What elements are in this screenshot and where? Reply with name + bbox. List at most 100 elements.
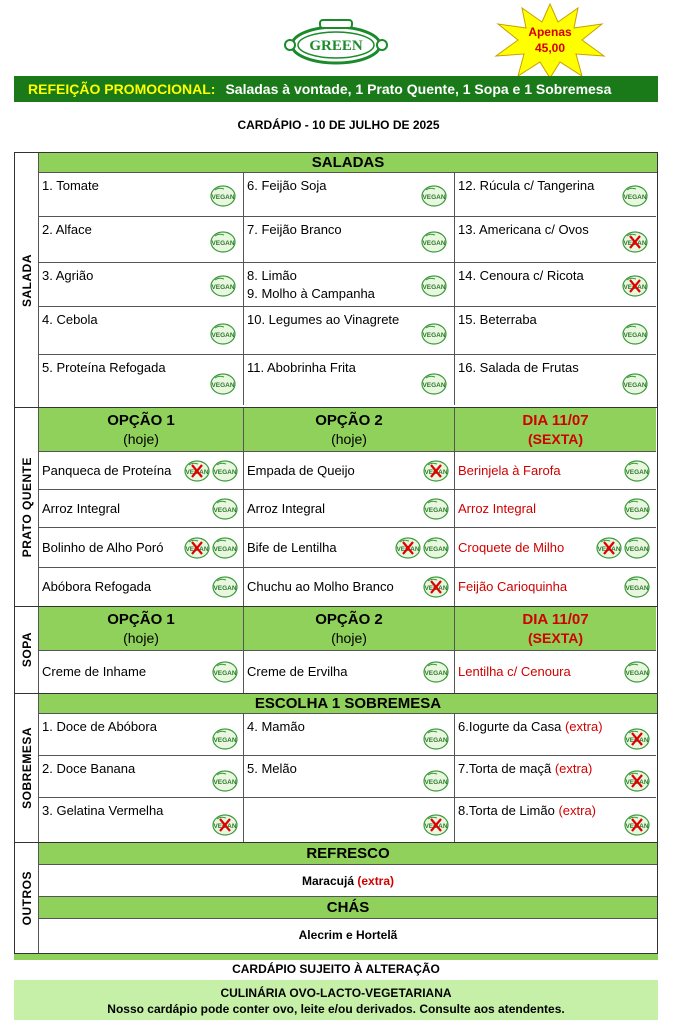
vegan-icon: VEGAN [423, 770, 449, 792]
footer-line-1: CULINÁRIA OVO-LACTO-VEGETARIANA [220, 986, 452, 1000]
vegan-icon: VEGAN [624, 576, 650, 598]
vegan-icon: VEGAN [622, 185, 648, 207]
promo-banner: REFEIÇÃO PROMOCIONAL: Saladas à vontade,… [14, 76, 658, 102]
svg-text:VEGAN: VEGAN [422, 240, 445, 247]
vegan-icon: VEGAN [212, 576, 238, 598]
svg-text:VEGAN: VEGAN [213, 469, 236, 476]
green-logo: GREEN [284, 19, 388, 65]
sopa-option-head: OPÇÃO 1(hoje) [39, 607, 244, 651]
svg-text:VEGAN: VEGAN [211, 382, 234, 389]
vegan-icon: VEGAN [421, 275, 447, 297]
dessert-item: VEGAN [244, 798, 455, 842]
divider-bar [14, 954, 658, 960]
vegan-icon: VEGAN [210, 185, 236, 207]
chas-item: Alecrim e Hortelã [298, 928, 398, 942]
sopa-option-head: OPÇÃO 2(hoje) [244, 607, 455, 651]
vegan-icon: VEGAN [212, 770, 238, 792]
vegan-icon: VEGAN [624, 661, 650, 683]
svg-text:VEGAN: VEGAN [422, 284, 445, 291]
vegan-icon: VEGAN [622, 373, 648, 395]
vegan-icon: VEGAN [622, 323, 648, 345]
dessert-item: 7.Torta de maçã (extra)VEGAN [455, 756, 656, 798]
vegan-icon: VEGAN [210, 323, 236, 345]
svg-text:VEGAN: VEGAN [213, 737, 236, 744]
svg-text:GREEN: GREEN [309, 38, 363, 54]
not-vegan-icon: VEGAN [423, 576, 449, 598]
not-vegan-icon: VEGAN [423, 460, 449, 482]
sobremesa-title: ESCOLHA 1 SOBREMESA [39, 694, 657, 714]
vegan-icon: VEGAN [423, 537, 449, 559]
not-vegan-icon: VEGAN [184, 537, 210, 559]
svg-text:VEGAN: VEGAN [424, 546, 447, 553]
not-vegan-icon: VEGAN [184, 460, 210, 482]
not-vegan-icon: VEGAN [624, 814, 650, 836]
prato-item: Empada de QueijoVEGAN [244, 452, 455, 490]
prato-item: Croquete de MilhoVEGANVEGAN [455, 528, 656, 568]
vegan-icon: VEGAN [423, 728, 449, 750]
sopa-side-label: SOPA [15, 607, 39, 693]
vegan-icon: VEGAN [624, 498, 650, 520]
svg-text:VEGAN: VEGAN [625, 507, 648, 514]
vegan-icon: VEGAN [423, 661, 449, 683]
outros-section: OUTROS REFRESCO Maracujá (extra) CHÁS Al… [14, 842, 658, 954]
svg-text:VEGAN: VEGAN [623, 332, 646, 339]
svg-text:VEGAN: VEGAN [422, 332, 445, 339]
svg-text:VEGAN: VEGAN [625, 546, 648, 553]
salad-item: 13. Americana c/ OvosVEGAN [455, 217, 656, 263]
chas-title: CHÁS [39, 897, 657, 919]
menu-notice: CARDÁPIO SUJEITO À ALTERAÇÃO [232, 962, 440, 976]
vegan-icon: VEGAN [423, 498, 449, 520]
saladas-title: SALADAS [39, 153, 657, 173]
vegan-icon: VEGAN [210, 275, 236, 297]
menu-date: CARDÁPIO - 10 DE JULHO DE 2025 [237, 118, 440, 132]
promo-label: REFEIÇÃO PROMOCIONAL: [28, 81, 216, 97]
svg-text:VEGAN: VEGAN [422, 194, 445, 201]
vegan-icon: VEGAN [212, 498, 238, 520]
not-vegan-icon: VEGAN [624, 728, 650, 750]
svg-text:VEGAN: VEGAN [625, 469, 648, 476]
svg-text:VEGAN: VEGAN [623, 382, 646, 389]
svg-text:VEGAN: VEGAN [211, 284, 234, 291]
svg-text:VEGAN: VEGAN [213, 546, 236, 553]
vegan-icon: VEGAN [212, 460, 238, 482]
footer-line-2: Nosso cardápio pode conter ovo, leite e/… [107, 1002, 565, 1016]
not-vegan-icon: VEGAN [596, 537, 622, 559]
prato-option-head: OPÇÃO 1(hoje) [39, 408, 244, 452]
sobremesa-side-label: SOBREMESA [15, 694, 39, 842]
prato-item: Bolinho de Alho PoróVEGANVEGAN [39, 528, 244, 568]
vegan-icon: VEGAN [624, 537, 650, 559]
vegan-icon: VEGAN [421, 185, 447, 207]
prato-option-head: DIA 11/07(SEXTA) [455, 408, 656, 452]
vegan-icon: VEGAN [421, 373, 447, 395]
vegan-icon: VEGAN [624, 460, 650, 482]
prato-option-head: OPÇÃO 2(hoje) [244, 408, 455, 452]
vegan-icon: VEGAN [421, 323, 447, 345]
svg-text:VEGAN: VEGAN [211, 194, 234, 201]
vegan-icon: VEGAN [212, 661, 238, 683]
svg-text:VEGAN: VEGAN [213, 585, 236, 592]
sopa-option-head: DIA 11/07(SEXTA) [455, 607, 656, 651]
vegan-icon: VEGAN [212, 728, 238, 750]
dessert-item: 6.Iogurte da Casa (extra)VEGAN [455, 714, 656, 756]
dessert-item: 3. Gelatina VermelhaVEGAN [39, 798, 244, 842]
svg-text:VEGAN: VEGAN [211, 332, 234, 339]
